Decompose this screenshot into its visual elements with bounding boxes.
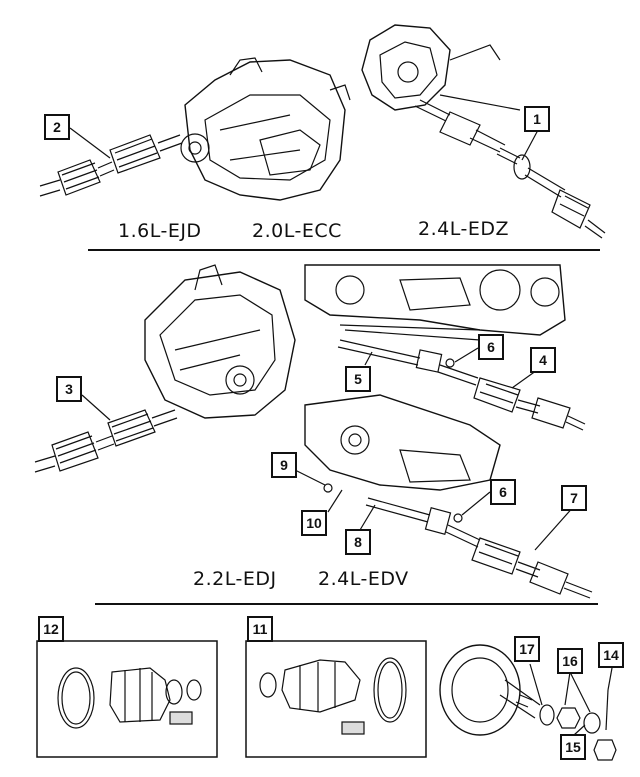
axle-shaft-2 (39, 134, 183, 197)
callout-5: 5 (345, 366, 371, 392)
axle-shaft-3 (34, 409, 178, 473)
callout-6-upper: 6 (478, 334, 504, 360)
callout-3: 3 (56, 376, 82, 402)
transaxle-middle-left (144, 264, 296, 419)
leader-15 (573, 724, 586, 736)
leader-8 (359, 504, 376, 531)
callout-7: 7 (561, 485, 587, 511)
transaxle-top-right (361, 24, 521, 111)
cv-joint-assembly (439, 644, 617, 761)
callout-9: 9 (271, 452, 297, 478)
transaxle-top-center (180, 57, 351, 201)
callout-11: 11 (247, 616, 273, 642)
callout-16: 16 (557, 648, 583, 674)
intermediate-shaft-lower (365, 497, 481, 548)
callout-1: 1 (524, 106, 550, 132)
callout-8: 8 (345, 529, 371, 555)
leader-6a (454, 347, 479, 363)
axle-shaft-1 (414, 99, 606, 239)
engine-label-1-6l: 1.6L-EJD (118, 220, 202, 242)
boot-kit-12 (36, 640, 218, 758)
engine-block-lower (304, 394, 501, 491)
leader-9 (294, 469, 326, 486)
leader-14 (607, 667, 613, 691)
leader-17 (529, 663, 543, 706)
axle-shaft-4 (473, 377, 586, 431)
leader-6b (461, 491, 491, 516)
callout-6-lower: 6 (490, 479, 516, 505)
intermediate-shaft-5 (337, 339, 479, 386)
boot-kit-11 (245, 640, 427, 758)
callout-2: 2 (44, 114, 70, 140)
bolt-6-upper (445, 358, 455, 368)
callout-17: 17 (514, 636, 540, 662)
leader-3 (81, 394, 111, 421)
engine-label-2-4l-edv: 2.4L-EDV (318, 568, 409, 590)
axle-shaft-7 (471, 537, 593, 599)
leader-16b (569, 671, 591, 713)
engine-label-2-2l: 2.2L-EDJ (193, 568, 277, 590)
leader-5 (364, 351, 373, 366)
leader-10 (327, 489, 343, 513)
callout-15: 15 (560, 734, 586, 760)
engine-block-upper (304, 264, 566, 341)
engine-label-2-0l: 2.0L-ECC (252, 220, 342, 242)
callout-10: 10 (301, 510, 327, 536)
callout-14: 14 (598, 642, 624, 668)
leader-2 (69, 127, 111, 159)
callout-4: 4 (530, 347, 556, 373)
leader-1 (521, 129, 539, 161)
engine-label-2-4l-edz: 2.4L-EDZ (418, 218, 509, 240)
leader-7 (534, 504, 576, 551)
bolt-9 (323, 483, 333, 493)
callout-12: 12 (38, 616, 64, 642)
leader-16a (564, 671, 571, 706)
bolt-6-lower (453, 513, 463, 523)
